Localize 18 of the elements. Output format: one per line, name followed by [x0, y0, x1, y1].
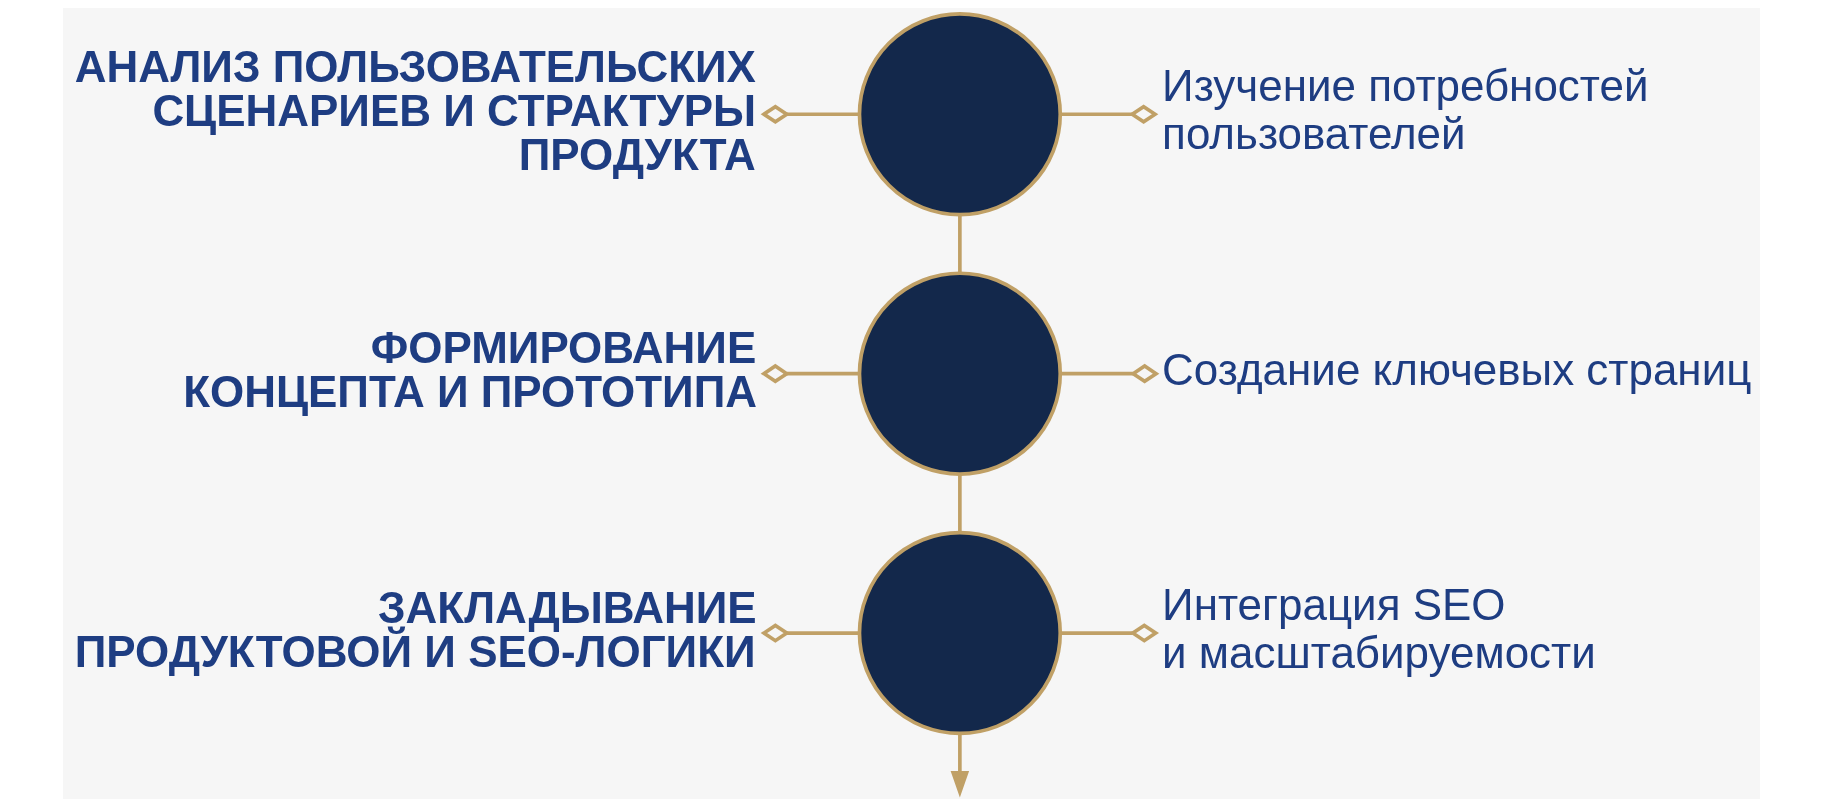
node-text: ЗАКЛАДЫВАНИЕ ПРОДУКТОВОЙ И SEO-ЛОГИКИ [74, 582, 757, 676]
node-text: Создание ключевых страниц [1162, 345, 1752, 395]
arrow [950, 733, 970, 798]
connector [1060, 363, 1160, 384]
connector [760, 363, 860, 384]
connector [1060, 104, 1159, 125]
connector [958, 214, 962, 273]
connector [760, 104, 860, 125]
connector [958, 474, 962, 533]
node-circle [857, 271, 1063, 476]
node-text: ФОРМИРОВАНИЕ КОНЦЕПТА И ПРОТОТИПА [183, 323, 758, 417]
node-circle [857, 530, 1063, 736]
node-text: Интеграция SEO и масштабируемости [1162, 579, 1596, 678]
connector [760, 623, 860, 643]
node-text: АНАЛИЗ ПОЛЬЗОВАТЕЛЬСКИХ СЦЕНАРИЕВ И СТРАКТУРЫ ПРОДУКТА [74, 42, 757, 179]
connector [1060, 623, 1159, 643]
node-circle [857, 12, 1063, 217]
node-text: Изучение потребностей пользователей [1162, 61, 1649, 159]
